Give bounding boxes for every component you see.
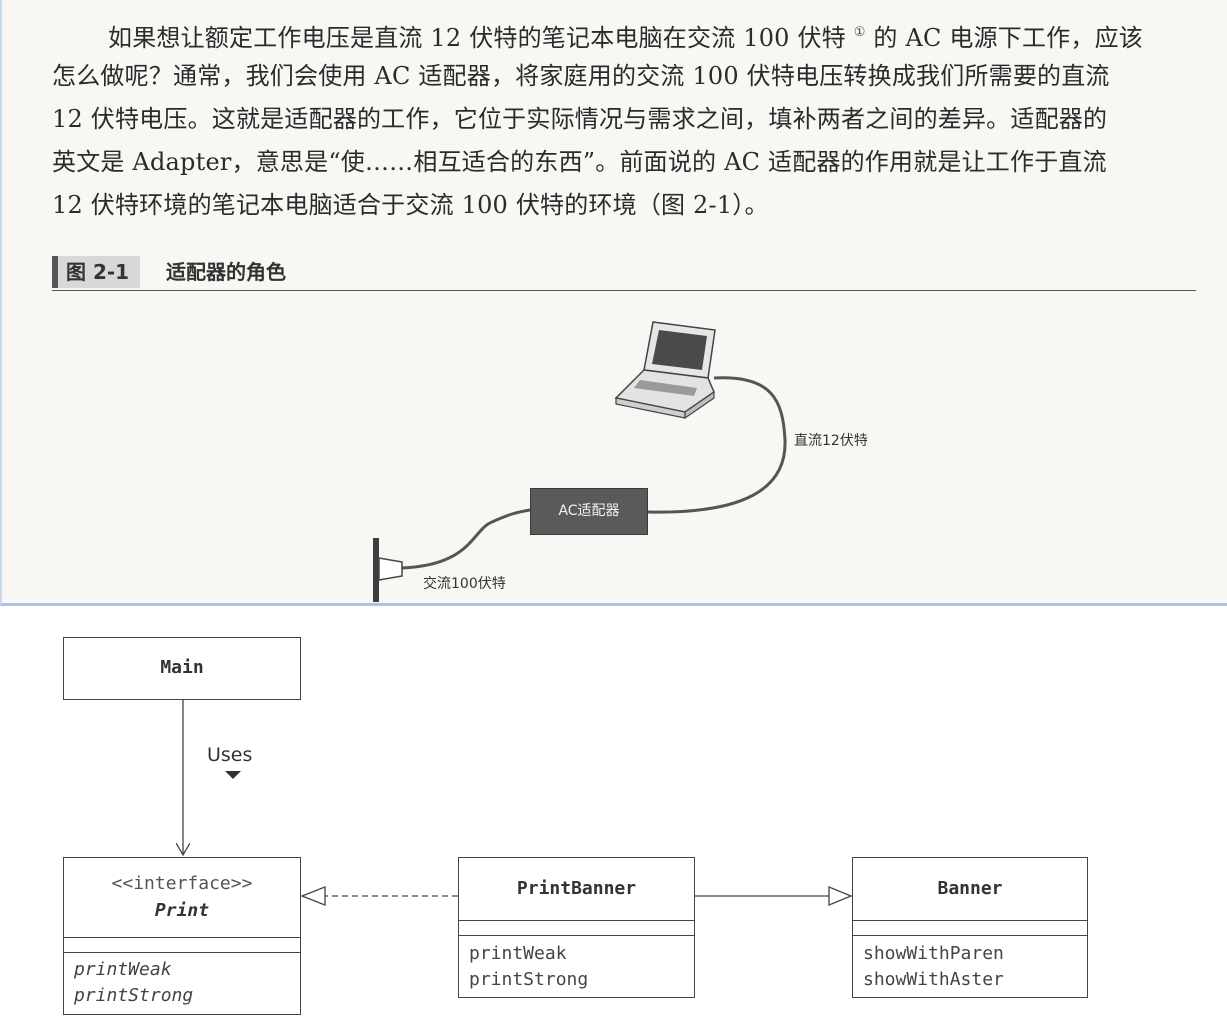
- ac-voltage-label: 交流100伏特: [423, 576, 506, 592]
- uses-direction-icon: [225, 771, 241, 779]
- printbanner-method-1: printWeak: [469, 943, 567, 964]
- printbanner-divider-1: [459, 920, 694, 921]
- print-stereotype: <<interface>>: [111, 873, 253, 894]
- banner-class-box: Banner showWithParen showWithAster: [852, 857, 1088, 998]
- figure-title: 适配器的角色: [166, 260, 286, 284]
- paragraph-line-1-text: 如果想让额定工作电压是直流 12 伏特的笔记本电脑在交流 100 伏特: [108, 24, 846, 52]
- figure-header: 图 2-1 适配器的角色: [52, 254, 1196, 291]
- main-class-box: Main: [63, 637, 301, 700]
- uses-label: Uses: [207, 744, 253, 766]
- figure-number: 图 2-1: [52, 256, 140, 288]
- paragraph-line-5: 12 伏特环境的笔记本电脑适合于交流 100 伏特的环境（图 2-1）。: [52, 191, 769, 219]
- printbanner-class-box: PrintBanner printWeak printStrong: [458, 857, 695, 998]
- generalization-arrowhead-icon: [828, 886, 853, 906]
- print-interface-box: <<interface>> Print printWeak printStron…: [63, 857, 301, 1015]
- banner-method-1: showWithParen: [863, 943, 1004, 964]
- print-divider-1: [64, 937, 300, 938]
- dc-cable: [647, 376, 787, 514]
- ac-cable: [401, 508, 531, 570]
- banner-method-2: showWithAster: [863, 969, 1004, 990]
- print-interface-name: Print: [154, 900, 210, 921]
- print-method-1: printWeak: [74, 959, 172, 980]
- banner-class-name: Banner: [937, 878, 1003, 899]
- realization-arrowhead-icon: [300, 886, 326, 906]
- printbanner-method-2: printStrong: [469, 969, 589, 990]
- print-divider-2: [64, 952, 300, 953]
- print-method-2: printStrong: [74, 985, 194, 1006]
- paragraph-line-4: 英文是 Adapter，意思是“使……相互适合的东西”。前面说的 AC 适配器的…: [52, 148, 1107, 176]
- banner-divider-1: [853, 920, 1087, 921]
- wall-socket-icon: [373, 538, 403, 602]
- dc-voltage-label: 直流12伏特: [794, 433, 868, 449]
- footnote-mark: ①: [853, 25, 866, 40]
- paragraph-line-1: 如果想让额定工作电压是直流 12 伏特的笔记本电脑在交流 100 伏特 ① 的 …: [108, 18, 1143, 53]
- banner-divider-2: [853, 935, 1087, 936]
- ac-adapter-box: AC适配器: [530, 488, 648, 535]
- book-excerpt: 如果想让额定工作电压是直流 12 伏特的笔记本电脑在交流 100 伏特 ① 的 …: [0, 0, 1227, 606]
- laptop-icon: [614, 321, 716, 420]
- paragraph-line-1-tail: 的 AC 电源下工作，应该: [873, 24, 1143, 52]
- adapter-illustration: [373, 321, 787, 602]
- paragraph-line-3: 12 伏特电压。这就是适配器的工作，它位于实际情况与需求之间，填补两者之间的差异…: [52, 105, 1108, 133]
- main-class-name: Main: [160, 657, 204, 678]
- printbanner-class-name: PrintBanner: [516, 878, 637, 899]
- printbanner-divider-2: [459, 935, 694, 936]
- paragraph-line-2: 怎么做呢？通常，我们会使用 AC 适配器，将家庭用的交流 100 伏特电压转换成…: [52, 62, 1110, 90]
